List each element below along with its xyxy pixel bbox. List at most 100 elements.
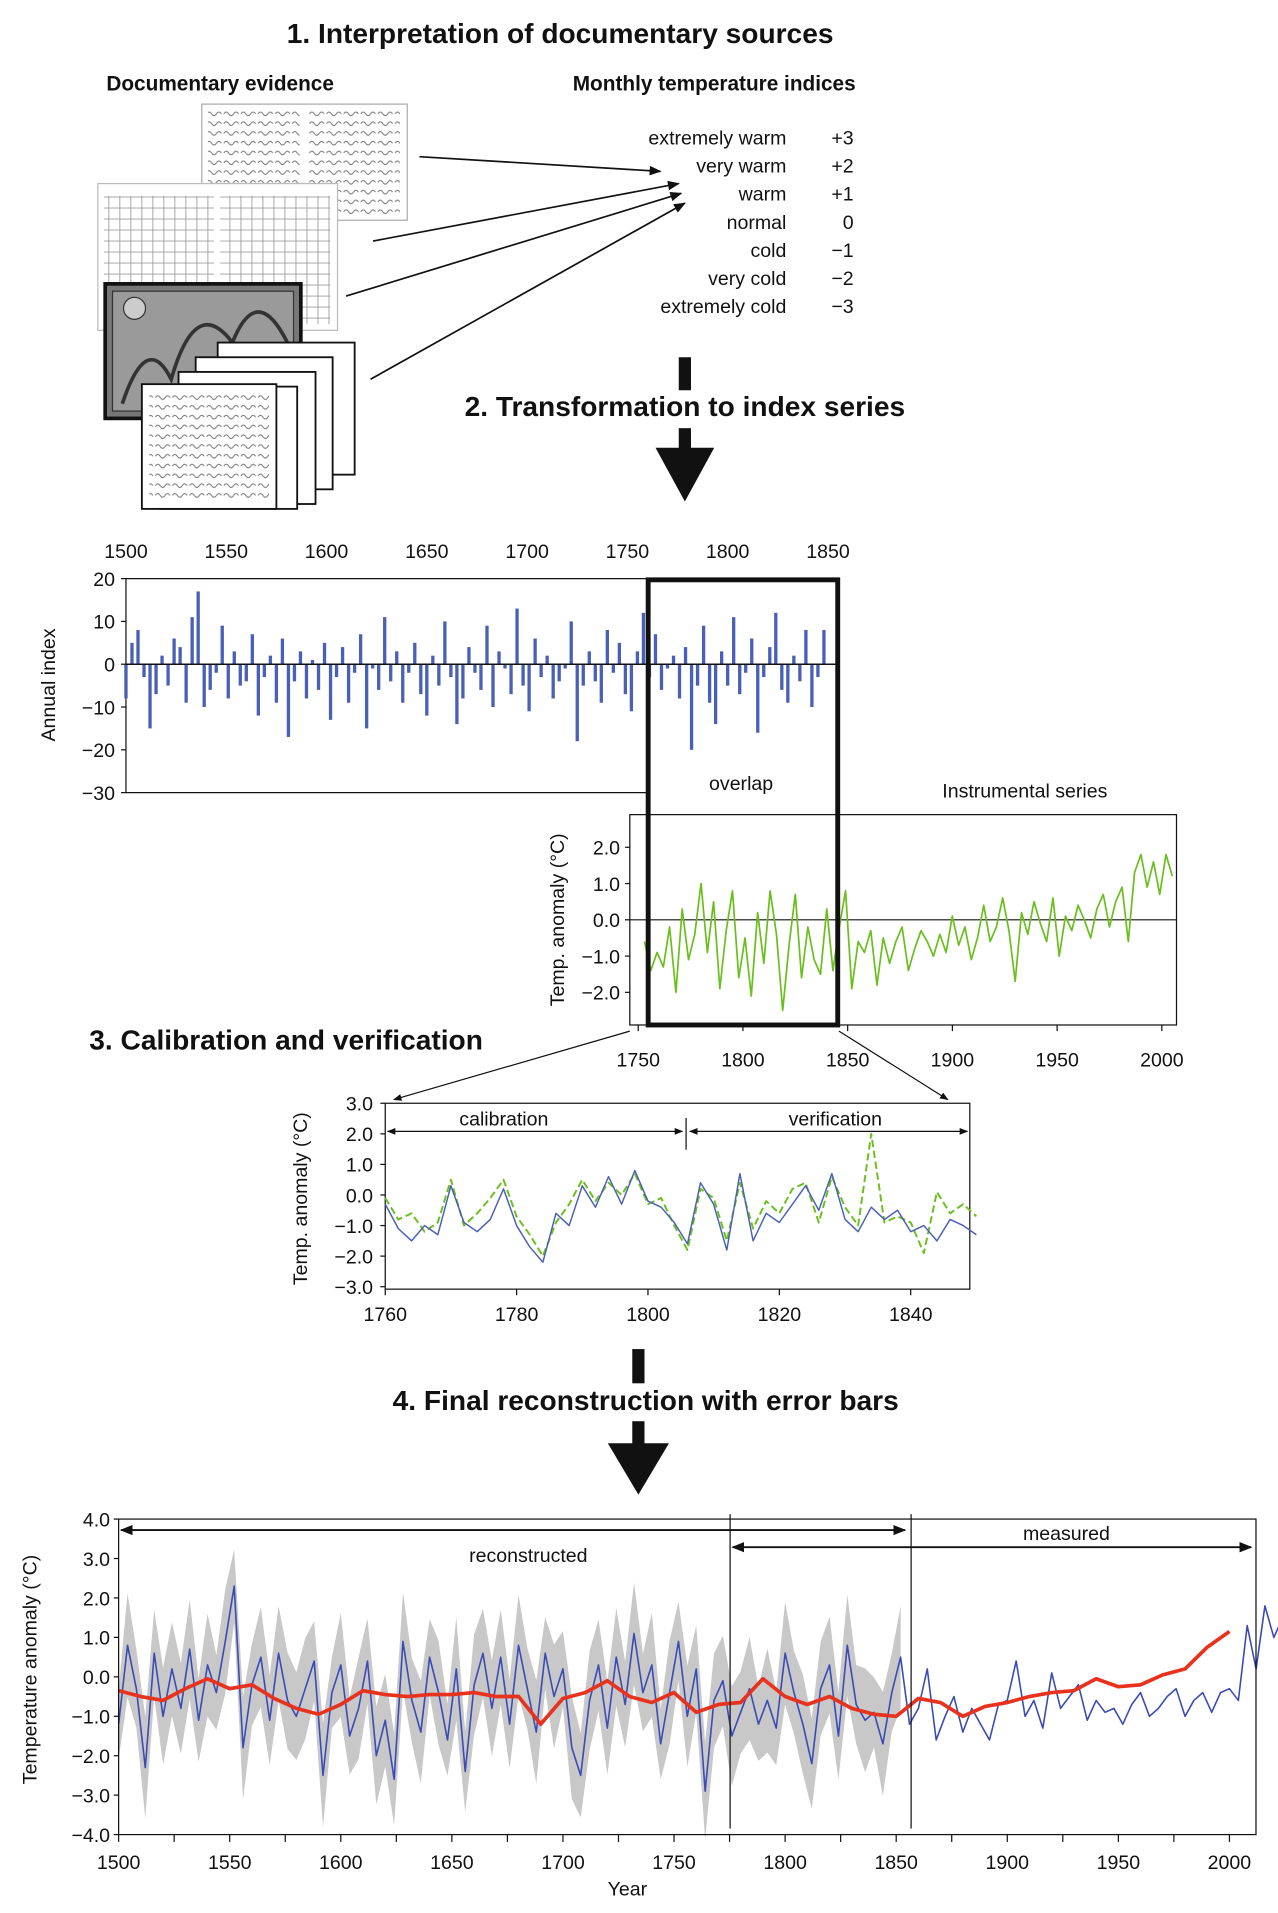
index-bar bbox=[461, 664, 465, 699]
index-bar bbox=[377, 664, 381, 690]
temperature-indices-heading: Monthly temperature indices bbox=[573, 73, 856, 96]
index-bar bbox=[665, 664, 670, 669]
index-bar bbox=[587, 651, 591, 665]
y-tick-label: −1.0 bbox=[334, 1216, 373, 1238]
uncertainty-band bbox=[118, 1549, 901, 1840]
index-bar bbox=[395, 651, 399, 665]
document-images bbox=[97, 103, 408, 510]
y-tick-label: 0.0 bbox=[346, 1185, 373, 1207]
index-bar bbox=[304, 664, 309, 699]
x-tick-label: 1950 bbox=[1035, 1050, 1079, 1072]
index-bar bbox=[389, 664, 393, 682]
x-tick-label: 1800 bbox=[721, 1050, 765, 1072]
index-bar bbox=[756, 664, 760, 733]
index-bar bbox=[780, 664, 784, 690]
index-bar bbox=[527, 664, 531, 712]
index-bar bbox=[142, 664, 146, 678]
index-bar bbox=[822, 629, 826, 665]
index-bar bbox=[473, 664, 477, 673]
y-tick-label: 1.0 bbox=[593, 874, 620, 896]
index-bar bbox=[280, 638, 285, 665]
index-bar bbox=[509, 664, 513, 695]
index-bar bbox=[768, 647, 772, 665]
index-bar bbox=[611, 664, 615, 673]
y-tick-label: 10 bbox=[93, 612, 115, 634]
x-tick-label: 1950 bbox=[1097, 1852, 1141, 1874]
index-bar bbox=[810, 664, 814, 708]
index-bar bbox=[533, 638, 537, 665]
index-bar bbox=[202, 664, 206, 708]
index-bar bbox=[196, 591, 200, 665]
index-bar bbox=[124, 664, 128, 699]
calibration-label: calibration bbox=[459, 1108, 548, 1130]
index-label: cold bbox=[751, 240, 787, 262]
x-tick-label: 1700 bbox=[541, 1852, 585, 1874]
index-bar bbox=[358, 634, 363, 665]
index-bar bbox=[346, 664, 351, 703]
index-bar bbox=[575, 664, 579, 742]
index-bar bbox=[551, 664, 555, 699]
x-tick-label: 1800 bbox=[626, 1304, 670, 1326]
step1-title: 1. Interpretation of documentary sources bbox=[287, 18, 834, 49]
index-bar bbox=[641, 612, 646, 665]
y-axis-label: Temperature anomaly (°C) bbox=[20, 1555, 42, 1784]
index-bar bbox=[798, 664, 802, 682]
measured-label: measured bbox=[1023, 1523, 1110, 1545]
index-bar bbox=[750, 638, 754, 665]
step3-title: 3. Calibration and verification bbox=[89, 1024, 483, 1055]
index-bar bbox=[485, 625, 489, 665]
index-bar bbox=[383, 617, 387, 665]
y-tick-label: 2.0 bbox=[593, 838, 620, 860]
index-bar bbox=[316, 664, 321, 690]
reconstruction-line bbox=[117, 1585, 1278, 1792]
index-bar bbox=[401, 664, 405, 703]
index-bar bbox=[244, 664, 248, 682]
index-bar bbox=[695, 664, 700, 686]
evidence-arrows bbox=[345, 155, 686, 381]
index-bar bbox=[298, 651, 303, 665]
index-bar bbox=[515, 608, 519, 665]
index-bar bbox=[148, 664, 152, 729]
index-bar bbox=[322, 642, 327, 665]
y-tick-label: −3.0 bbox=[71, 1785, 110, 1807]
x-axis-label: Year bbox=[608, 1879, 648, 1901]
x-tick-label: 1800 bbox=[706, 541, 750, 563]
index-bar bbox=[364, 664, 369, 729]
index-bar bbox=[262, 664, 267, 678]
index-label: extremely cold bbox=[660, 296, 786, 318]
index-bar bbox=[479, 664, 483, 690]
index-value: +1 bbox=[831, 184, 853, 206]
y-tick-label: −1.0 bbox=[71, 1707, 110, 1729]
index-bar bbox=[425, 664, 429, 716]
overlap-label: overlap bbox=[709, 773, 773, 795]
instrumental-series-title: Instrumental series bbox=[942, 781, 1107, 803]
y-tick-label: 2.0 bbox=[83, 1588, 110, 1610]
index-bar bbox=[762, 664, 766, 678]
index-bar bbox=[593, 664, 597, 682]
y-tick-label: 3.0 bbox=[83, 1549, 110, 1571]
index-bar bbox=[719, 651, 724, 665]
index-value: +3 bbox=[831, 127, 853, 149]
index-label: warm bbox=[738, 184, 787, 206]
x-tick-label: 2000 bbox=[1140, 1050, 1184, 1072]
index-value: −3 bbox=[831, 296, 853, 318]
index-bar bbox=[413, 642, 417, 665]
index-bar bbox=[467, 647, 471, 665]
index-bar bbox=[172, 638, 176, 665]
index-bar bbox=[557, 664, 561, 682]
index-bar bbox=[629, 664, 634, 712]
index-bar bbox=[497, 651, 501, 665]
index-bar bbox=[334, 664, 339, 678]
index-bar bbox=[569, 621, 573, 665]
y-axis-label: Annual index bbox=[38, 628, 60, 741]
y-tick-label: 4.0 bbox=[83, 1509, 110, 1531]
reconstructed-label: reconstructed bbox=[469, 1545, 587, 1567]
index-bar bbox=[635, 651, 640, 665]
step2-title: 2. Transformation to index series bbox=[465, 391, 906, 422]
index-bar bbox=[292, 664, 297, 682]
x-tick-label: 1840 bbox=[889, 1304, 933, 1326]
y-tick-label: 0.0 bbox=[593, 910, 620, 932]
index-bar bbox=[605, 629, 609, 665]
